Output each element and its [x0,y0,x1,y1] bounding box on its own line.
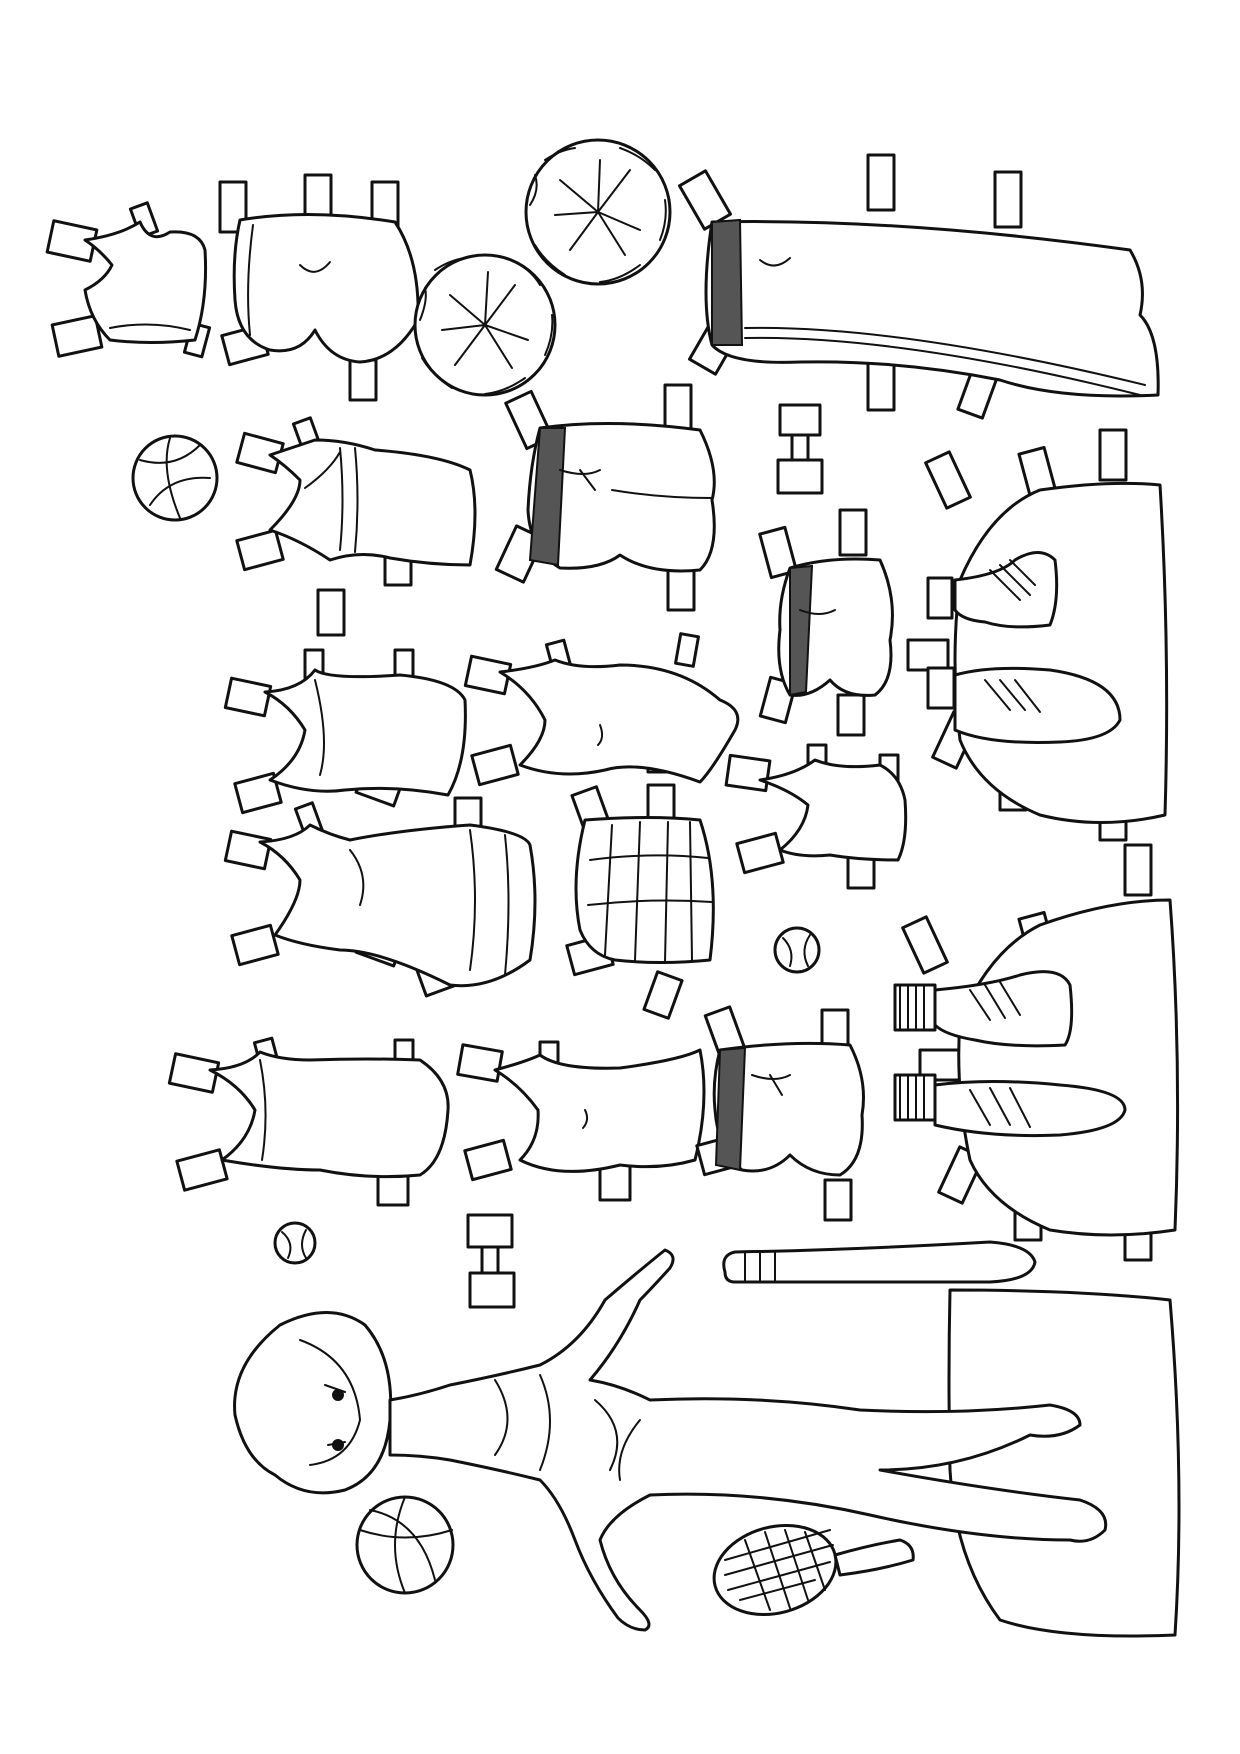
pom-pom [524,138,672,286]
dumbbell [466,1213,516,1309]
cropped-top [724,743,908,890]
baseball-bat [722,1240,1037,1284]
tank-top-plain [223,648,467,815]
leotard [463,632,740,787]
high-top-sneakers [906,428,1169,842]
basketball [355,1495,455,1595]
sneakers-with-socks [893,843,1180,1262]
tennis-racket [712,1523,915,1617]
top-small [45,201,212,359]
paper-doll [233,1248,1181,1638]
drawstring-shorts [494,383,716,612]
running-shorts [695,1005,865,1222]
tennis-dress [223,796,537,998]
tee-shirt [456,1040,706,1202]
pom-pom [413,253,557,397]
volleyball [131,434,219,522]
track-pants [678,153,1160,420]
gym-shorts [758,508,894,737]
tennis-ball [273,1221,317,1265]
tank-top-stripes [235,416,477,637]
pleated-skirt [565,783,715,1020]
shorts-cycling [218,173,420,402]
baseball [773,926,821,974]
dumbbell [776,403,824,495]
tank-top [167,1036,450,1207]
